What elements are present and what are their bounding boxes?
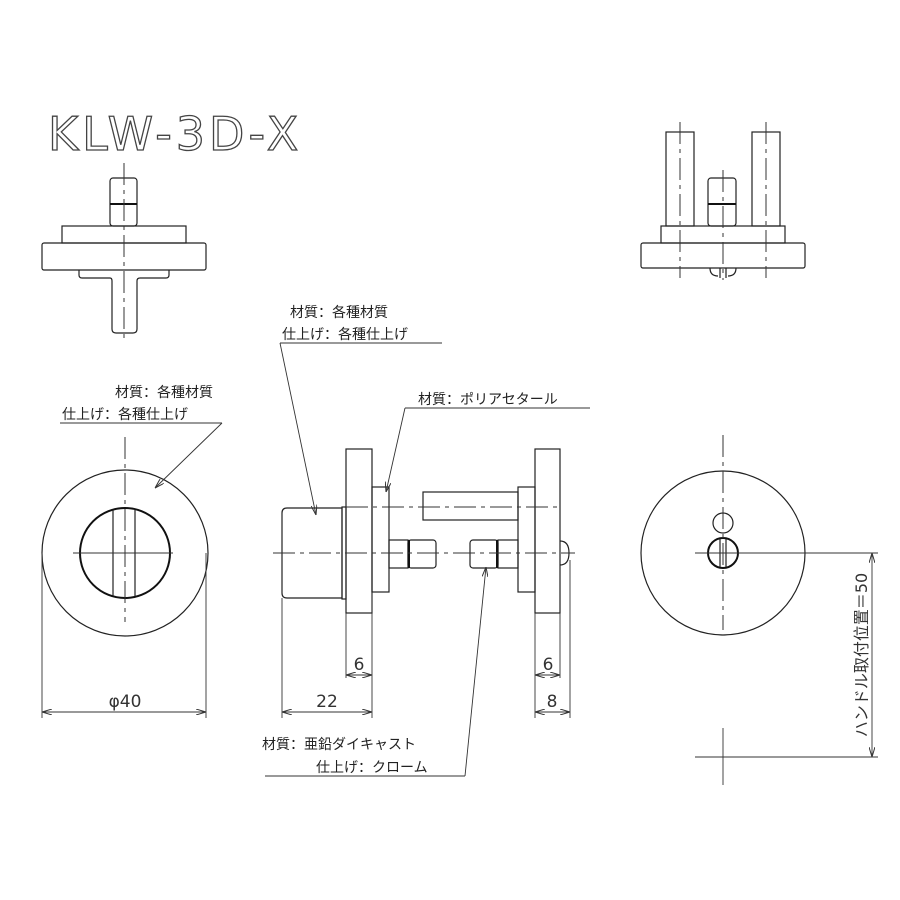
dimension-rose-left: 6 bbox=[354, 655, 365, 675]
dimension-diameter: φ40 bbox=[109, 692, 142, 712]
top-view-right bbox=[640, 122, 806, 280]
dimension-knob-depth: 22 bbox=[316, 692, 338, 712]
label-spindle-material: 材質：亜鉛ダイキャスト bbox=[262, 737, 416, 753]
top-view-left bbox=[41, 163, 207, 340]
dimension-handle-position: ハンドル取付位置＝50 bbox=[852, 573, 871, 737]
product-title: KLW-3D-X bbox=[48, 107, 302, 161]
front-view-left bbox=[41, 422, 223, 718]
label-spindle-finish: 仕上げ：クローム bbox=[316, 760, 428, 776]
label-left-material: 材質：各種材質 bbox=[115, 385, 213, 401]
label-rose-material: 材質：ポリアセタール bbox=[418, 392, 558, 408]
front-view-right bbox=[640, 435, 878, 785]
label-left-finish: 仕上げ：各種仕上げ bbox=[62, 407, 188, 423]
dimension-rose-right: 6 bbox=[543, 655, 554, 675]
side-view bbox=[265, 342, 590, 777]
label-knob-finish: 仕上げ：各種仕上げ bbox=[282, 327, 408, 343]
dimension-right-depth: 8 bbox=[547, 692, 558, 712]
label-knob-material: 材質：各種材質 bbox=[290, 305, 388, 321]
